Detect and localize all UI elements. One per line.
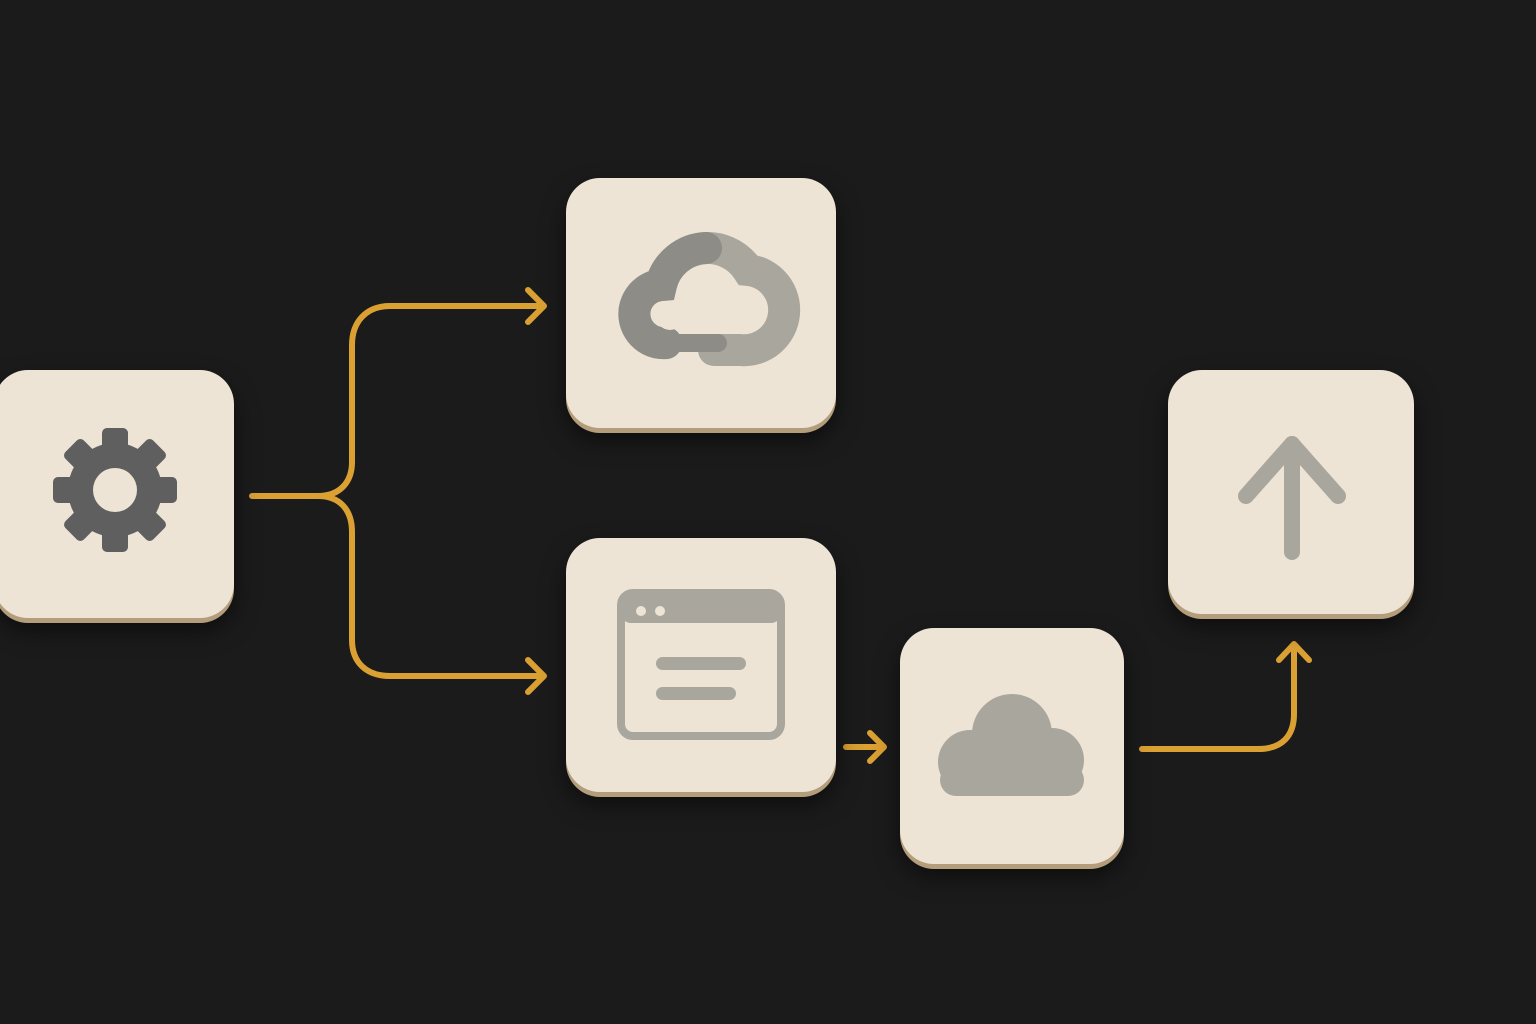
google-cloud-node[interactable] <box>566 178 836 428</box>
settings-node[interactable] <box>0 370 234 618</box>
upload-node[interactable] <box>1168 370 1414 614</box>
arrow-up-icon <box>1238 436 1346 560</box>
cloud-node[interactable] <box>900 628 1124 864</box>
browser-window-icon <box>617 589 785 740</box>
cloud-icon <box>938 694 1084 796</box>
gear-icon <box>53 428 177 552</box>
connector-settings-to-web-app <box>315 493 543 679</box>
arrowhead-web-app <box>525 657 547 695</box>
connector-cloud-to-upload <box>1139 645 1297 752</box>
connector-settings-to-google-cloud <box>249 303 543 499</box>
arrowhead-google-cloud <box>525 287 547 325</box>
google-cloud-icon <box>618 232 801 367</box>
web-app-node[interactable] <box>566 538 836 792</box>
arrowhead-upload <box>1276 641 1312 663</box>
arrowhead-cloud <box>867 730 887 764</box>
